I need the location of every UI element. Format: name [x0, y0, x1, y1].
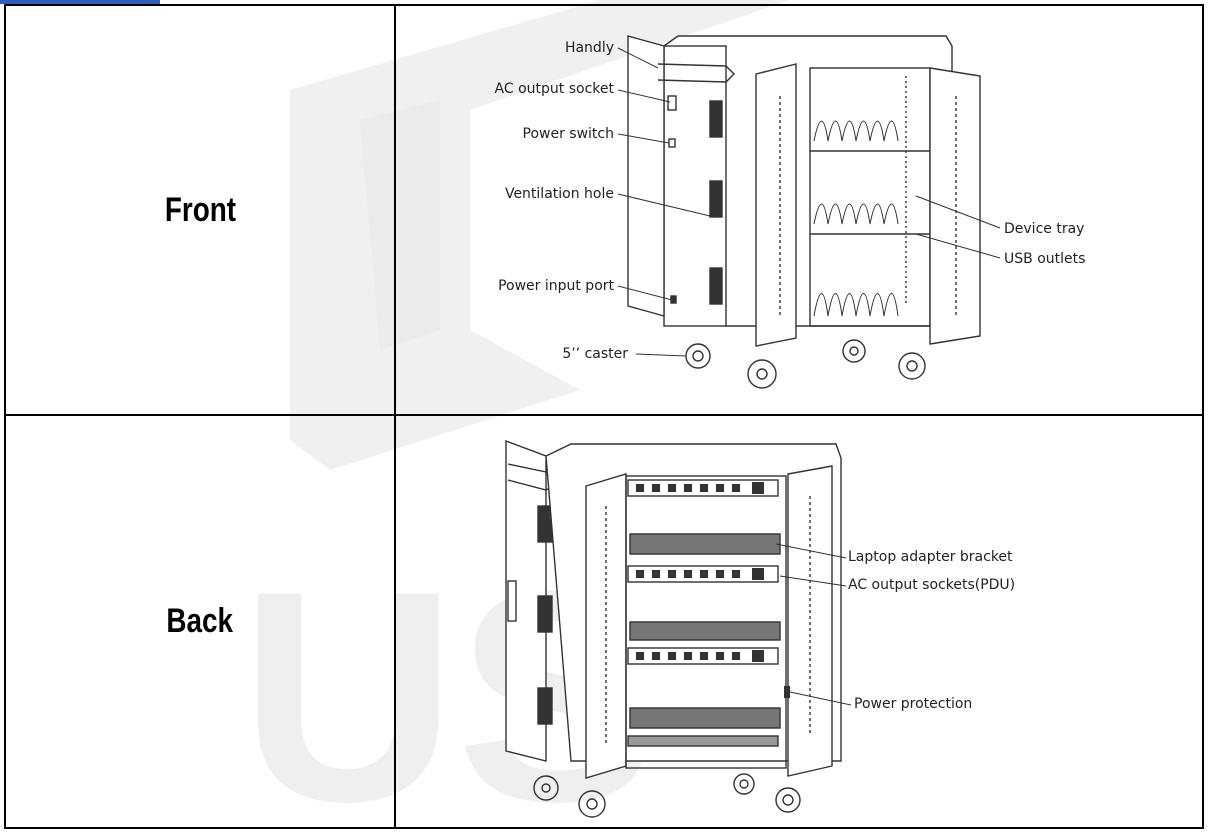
callout-power-protection: Power protection — [854, 696, 972, 712]
back-cart-illustration: Laptop adapter bracket AC output sockets… — [505, 439, 1015, 818]
callout-ac-output-sockets-pdu: AC output sockets(PDU) — [848, 577, 1015, 593]
table-row-back: Back — [4, 414, 1204, 829]
callout-caster: 5’’ caster — [562, 346, 628, 362]
view-label-cell: Back — [4, 414, 396, 829]
callout-ventilation-hole: Ventilation hole — [505, 186, 614, 202]
table-row-front: Front — [4, 4, 1204, 416]
cart-views-table: Front — [4, 4, 1204, 829]
header-accent-bar — [0, 0, 160, 4]
view-label-back: Back — [166, 602, 234, 640]
callout-laptop-adapter-bracket: Laptop adapter bracket — [848, 549, 1013, 565]
view-label-cell: Front — [4, 4, 396, 416]
callout-handly: Handly — [565, 40, 614, 56]
callout-ac-output-socket: AC output socket — [495, 81, 615, 97]
front-cart-illustration: Handly AC output socket Power switch Ven… — [495, 35, 1085, 389]
callout-power-input-port: Power input port — [498, 278, 614, 294]
callout-power-switch: Power switch — [523, 126, 614, 142]
view-label-front: Front — [164, 190, 236, 229]
callout-usb-outlets: USB outlets — [1004, 251, 1085, 267]
callout-device-tray: Device tray — [1004, 221, 1084, 237]
back-view-cell: Laptop adapter bracket AC output sockets… — [394, 414, 1204, 829]
front-view-cell: Handly AC output socket Power switch Ven… — [394, 4, 1204, 416]
